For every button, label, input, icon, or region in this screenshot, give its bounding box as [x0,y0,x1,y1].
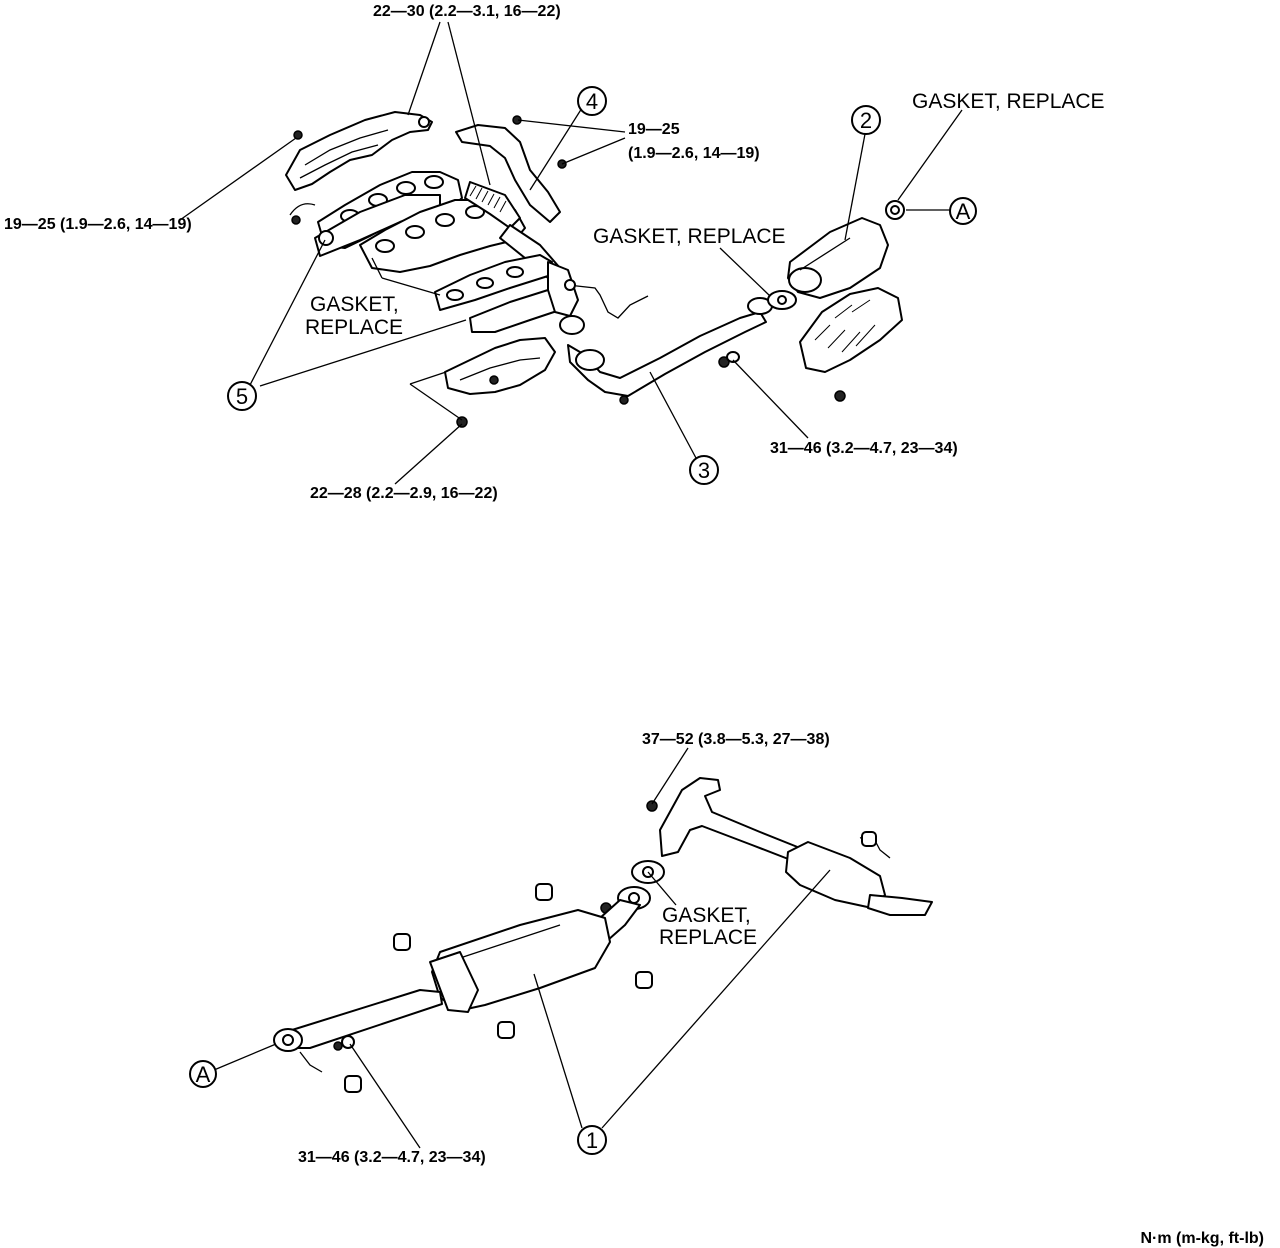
callout-4-number: 4 [586,89,598,114]
callout-a-top: A [949,197,977,225]
gasket-label-manifold-line1: GASKET, [310,293,399,316]
catalytic-converter [787,200,905,299]
callout-5: 5 [227,381,257,411]
upper-heat-shield [285,111,433,191]
torque-label-lower-shield: 22—28 (2.2—2.9, 16—22) [310,485,498,502]
callout-5-number: 5 [236,384,248,409]
gasket-label-mid-line2: REPLACE [659,926,757,949]
callout-2-number: 2 [860,108,872,133]
callout-a-bottom: A [189,1060,217,1088]
torque-label-front-pipe: 31—46 (3.2—4.7, 23—34) [770,440,958,457]
lower-heat-shield [444,337,556,428]
torque-label-top: 22—30 (2.2—3.1, 16—22) [373,3,561,20]
torque-label-bottom: 31—46 (3.2—4.7, 23—34) [298,1149,486,1166]
converter-heat-shield [718,287,903,402]
rubber-hangers [344,831,877,1093]
leader-lines [179,21,963,1149]
exhaust-manifold-lower [469,261,579,333]
units-note: N·m (m-kg, ft-lb) [1140,1230,1264,1247]
gasket-label-manifold-line2: REPLACE [305,316,403,339]
callout-3-number: 3 [698,458,710,483]
callout-2: 2 [851,105,881,135]
gasket-label-converter-inlet: GASKET, REPLACE [593,225,786,248]
gasket-label-converter-outlet: GASKET, REPLACE [912,90,1105,113]
callout-1: 1 [577,1125,607,1155]
oxygen-sensor [564,279,649,319]
callout-a-top-letter: A [956,199,971,224]
callout-4: 4 [577,86,607,116]
callout-3: 3 [689,455,719,485]
exhaust-manifold-front [359,199,526,273]
torque-label-left: 19—25 (1.9—2.6, 14—19) [4,216,192,233]
front-pipe-gasket [767,290,797,310]
torque-label-shield-right-2: (1.9—2.6, 14—19) [628,145,760,162]
front-pipe [559,297,773,405]
main-silencer [273,899,641,1073]
torque-label-shield-right: 19—25 [628,121,680,138]
tail-pipe [646,777,933,916]
gasket-label-mid-line1: GASKET, [662,904,751,927]
callout-a-bottom-letter: A [196,1062,211,1087]
torque-label-tail: 37—52 (3.8—5.3, 27—38) [642,731,830,748]
callout-1-number: 1 [586,1128,598,1153]
